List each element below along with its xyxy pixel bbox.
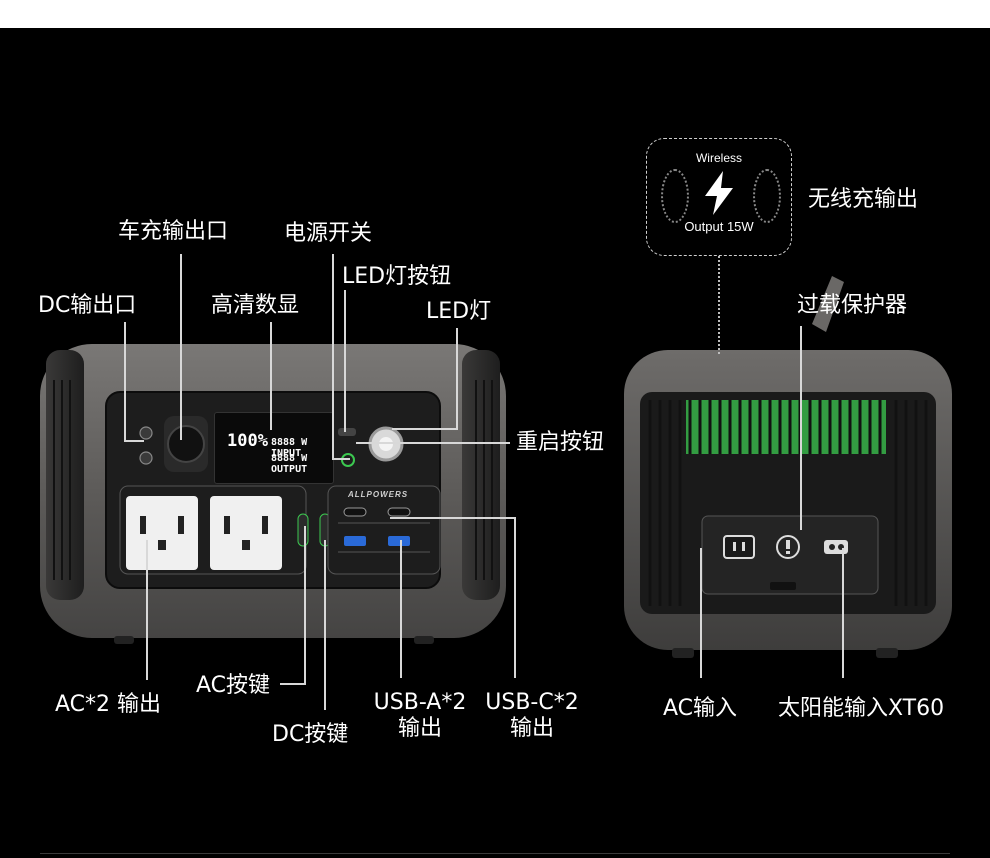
label-dc-button: DC按键 <box>272 722 349 747</box>
leader-usba <box>400 540 402 678</box>
display-input-value: 8888 W INPUT <box>271 437 308 459</box>
leader-dc-button <box>324 540 326 710</box>
leader-ac-button <box>304 526 306 684</box>
leader-dc-output <box>124 322 126 440</box>
leader-usbc <box>514 518 516 678</box>
label-ac-out: AC*2 输出 <box>55 692 162 717</box>
label-led-button: LED灯按钮 <box>342 264 452 289</box>
label-overload: 过载保护器 <box>797 293 908 318</box>
label-led-light: LED灯 <box>426 299 492 324</box>
leader-overload <box>800 326 802 530</box>
hd-display-screen: 100% 8888 W INPUT 8888 W OUTPUT <box>214 412 334 484</box>
label-usbc-line2: 输出 <box>509 716 554 741</box>
label-ac-button: AC按键 <box>196 673 271 698</box>
label-usba-line1: USB-A*2 <box>373 690 467 715</box>
bottom-divider <box>40 853 950 854</box>
leader-power-switch-h <box>332 458 350 460</box>
leader-solar <box>842 548 844 678</box>
leader-ac-input <box>700 548 702 678</box>
leader-car-output <box>180 254 182 440</box>
lightning-bolt-icon <box>705 171 733 215</box>
leader-hd-display <box>270 322 272 430</box>
label-usbc-line1: USB-C*2 <box>485 690 579 715</box>
top-white-strip <box>0 0 990 28</box>
leader-led-light <box>456 328 458 428</box>
label-dc-output: DC输出口 <box>38 293 137 318</box>
leader-usbc-h <box>390 517 516 519</box>
battery-percent: 100% <box>227 431 268 451</box>
label-hd-display: 高清数显 <box>211 293 300 318</box>
label-car-output: 车充输出口 <box>118 219 229 244</box>
label-wireless-out: 无线充输出 <box>808 187 919 212</box>
brand-logo-text: ALLPOWERS <box>348 490 409 499</box>
leader-ac-button-h <box>280 683 306 685</box>
wireless-charging-badge: Wireless Output 15W <box>646 138 792 256</box>
leader-restart-h <box>356 442 510 444</box>
rear-device-image <box>624 276 952 658</box>
label-restart-button: 重启按钮 <box>516 430 605 455</box>
leader-dc-output-h <box>124 440 144 442</box>
signal-arc-left-icon <box>661 169 689 223</box>
front-device-image <box>40 344 506 644</box>
display-output-value: 8888 W OUTPUT <box>271 453 308 475</box>
wireless-badge-output: Output 15W <box>684 219 754 234</box>
label-usba-line2: 输出 <box>397 716 442 741</box>
label-usbc: USB-C*2 输出 <box>480 690 584 742</box>
label-usba: USB-A*2 输出 <box>370 690 470 742</box>
label-ac-input: AC输入 <box>663 696 738 721</box>
label-power-switch: 电源开关 <box>284 221 373 246</box>
leader-ac-out <box>146 540 148 680</box>
leader-led-button <box>344 290 346 432</box>
leader-led-light-h <box>392 428 458 430</box>
label-solar-input: 太阳能输入XT60 <box>778 696 945 721</box>
signal-arc-right-icon <box>753 169 781 223</box>
leader-power-switch <box>332 254 334 460</box>
wireless-badge-title: Wireless <box>695 151 742 165</box>
wireless-leader-line <box>718 256 720 354</box>
